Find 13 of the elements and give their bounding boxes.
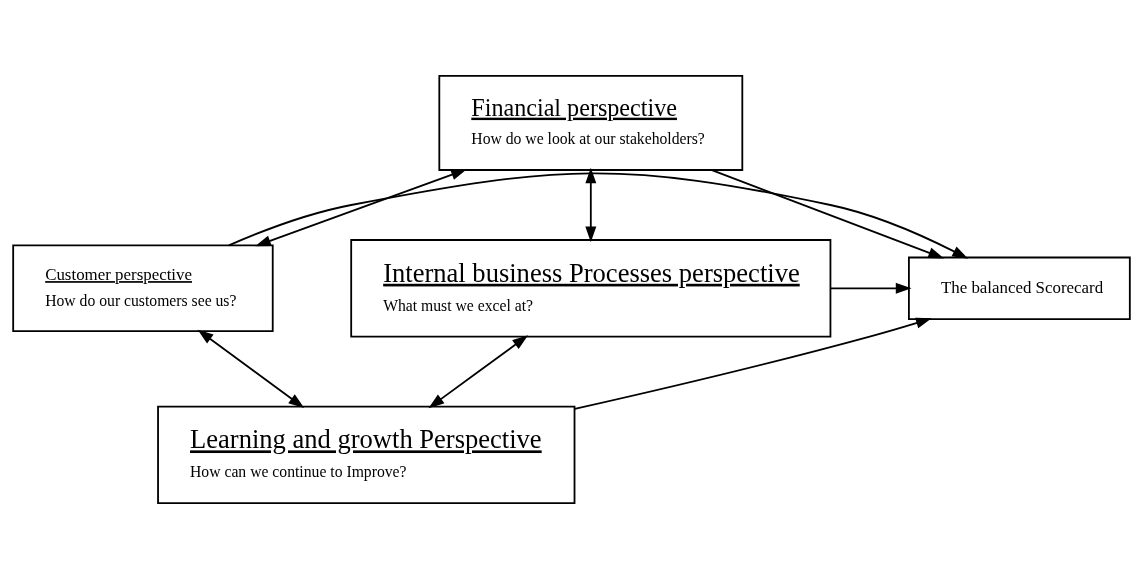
node-box: Financial perspective How do we look at our stakeholders? xyxy=(438,74,744,171)
node-box: Internal business Processes perspective What must we excel at? xyxy=(350,239,832,338)
node-box: Customer perspective How do our customers see us? xyxy=(12,244,274,333)
arrow xyxy=(428,335,529,409)
arrow xyxy=(255,169,467,247)
arrow xyxy=(711,169,945,259)
arrow xyxy=(573,317,932,410)
arrow xyxy=(197,329,305,408)
arrow xyxy=(227,172,969,259)
node-box: The balanced Scorecard xyxy=(908,256,1131,320)
node-box: Learning and growth Perspective How can we continue to Improve? xyxy=(157,405,576,505)
arrow xyxy=(585,167,597,243)
arrow xyxy=(829,282,912,294)
